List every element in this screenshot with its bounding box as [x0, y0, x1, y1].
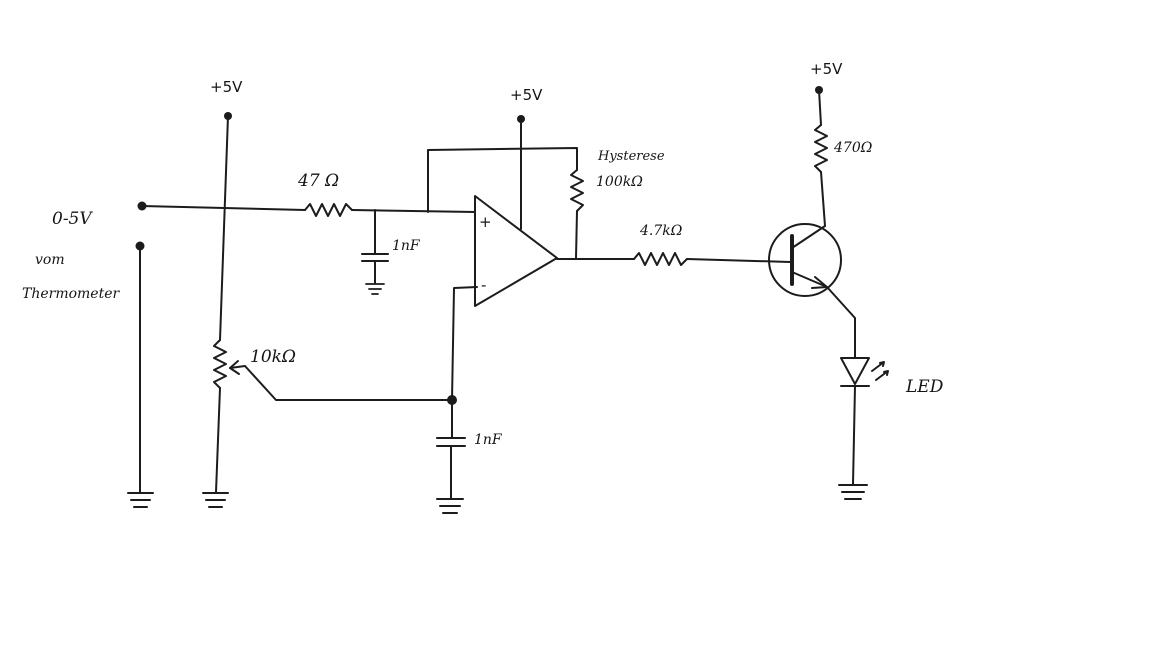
vcc-transistor-terminal: [815, 86, 823, 126]
led-to-ground-wire: [852, 385, 856, 485]
ground-symbol-filter: [365, 283, 385, 295]
opamp-minus-label: -: [481, 276, 486, 294]
resistor-collector-label: 470Ω: [833, 140, 873, 156]
vcc-opamp-supply: [517, 115, 525, 230]
led-diode: [840, 357, 889, 387]
input-terminal-return: [135, 241, 145, 493]
vcc-pot-terminal: [219, 112, 232, 341]
resistor-base-4k7: [633, 252, 791, 266]
ground-symbol-reference: [436, 498, 464, 514]
opamp-comparator: [474, 195, 558, 307]
potentiometer-label: 10kΩ: [250, 347, 296, 367]
feedback-wire: [427, 147, 578, 213]
wire-to-opamp-plus: [351, 209, 476, 213]
potentiometer-wiper: [229, 360, 453, 401]
ground-symbol-pot: [202, 492, 229, 508]
capacitor-reference: [436, 399, 466, 499]
input-range-label: 0-5V: [52, 209, 93, 229]
resistor-base-label: 4.7kΩ: [639, 223, 683, 239]
potentiometer-10k: [213, 339, 227, 493]
reference-node: [447, 286, 478, 405]
capacitor-input-filter: [361, 209, 389, 284]
opamp-plus-label: +: [479, 213, 492, 231]
ground-symbol-input: [127, 492, 154, 508]
source-label-line1: vom: [35, 252, 65, 268]
vcc-pot-label: +5V: [210, 78, 243, 96]
npn-transistor: [768, 223, 842, 297]
resistor-47-label: 47 Ω: [297, 171, 339, 191]
source-label-line2: Thermometer: [22, 286, 121, 302]
hysteresis-name-label: Hysterese: [597, 149, 665, 164]
led-label: LED: [905, 377, 944, 397]
vcc-opamp-label: +5V: [510, 86, 543, 104]
emitter-wire: [826, 286, 856, 359]
capacitor-input-label: 1nF: [392, 238, 421, 254]
hysteresis-value-label: 100kΩ: [596, 174, 643, 190]
capacitor-reference-label: 1nF: [474, 432, 503, 448]
input-wire: [141, 205, 306, 211]
resistor-hysteresis: [570, 169, 584, 259]
ground-symbol-led: [838, 484, 868, 500]
resistor-47-ohm: [304, 203, 353, 217]
vcc-transistor-label: +5V: [810, 60, 843, 78]
resistor-collector-470: [814, 124, 828, 227]
